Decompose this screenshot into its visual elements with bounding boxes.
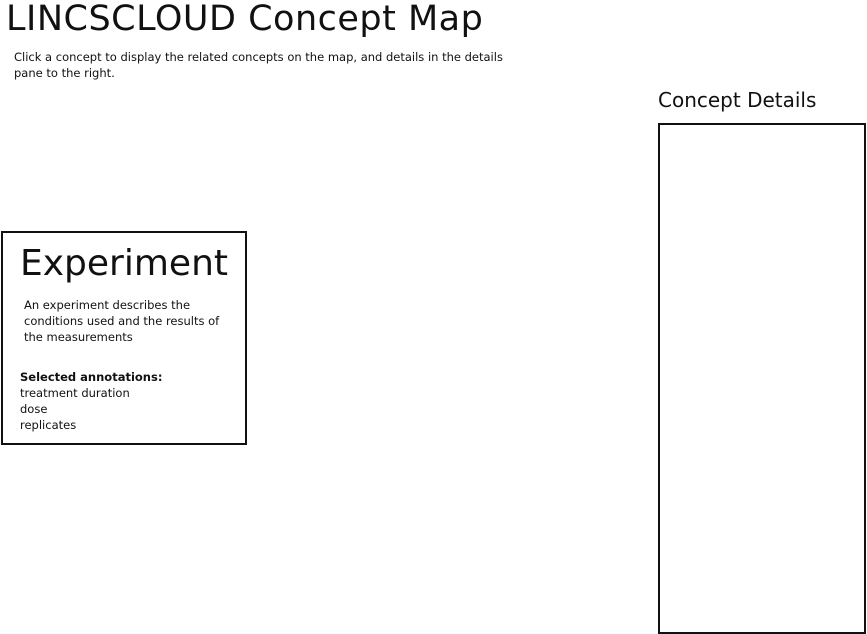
- annotation-item: treatment duration: [20, 386, 130, 400]
- annotation-item: replicates: [20, 418, 77, 432]
- concept-details-heading: Concept Details: [658, 88, 817, 112]
- concept-card-experiment[interactable]: Experiment An experiment describes the c…: [1, 231, 247, 445]
- instructions-text: Click a concept to display the related c…: [14, 50, 503, 80]
- concept-card-description: An experiment describes the conditions u…: [24, 298, 220, 344]
- page-title: LINCSCLOUD Concept Map: [6, 0, 484, 39]
- selected-annotations: Selected annotations: treatment duration…: [20, 369, 162, 433]
- annotation-item: dose: [20, 402, 48, 416]
- concept-details-pane: [658, 123, 866, 634]
- selected-annotations-label: Selected annotations:: [20, 370, 163, 384]
- concept-card-title: Experiment: [20, 243, 229, 284]
